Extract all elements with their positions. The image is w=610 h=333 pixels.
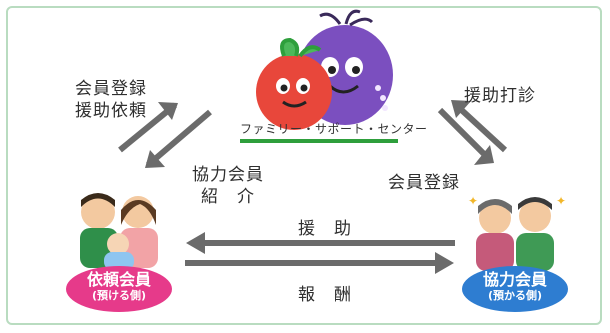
requester-badge: 依頼会員 (預ける側) [66, 266, 172, 312]
label-member-register: 会員登録 [388, 173, 460, 193]
requester-title: 依頼会員 [86, 270, 151, 289]
cooperator-title: 協力会員 [482, 270, 547, 289]
label-request-support: 援助依頼 [75, 101, 147, 121]
svg-text:✦: ✦ [556, 194, 566, 208]
requester-family-illustration [80, 193, 158, 270]
label-support: 援 助 [298, 219, 352, 239]
left-arrows [118, 102, 212, 168]
bottom-arrows [185, 232, 455, 274]
label-cooperation-member: 協力会員 [192, 165, 264, 185]
cooperator-badge: 協力会員 (預かる側) [462, 266, 568, 312]
label-introduction: 紹 介 [201, 187, 255, 207]
requester-subtitle: (預ける側) [91, 289, 147, 302]
label-register: 会員登録 [75, 79, 147, 99]
right-arrows [437, 100, 508, 165]
label-cooperation-intro: 協力会員 紹 介 [188, 164, 268, 208]
svg-text:✦: ✦ [468, 194, 478, 208]
mascot-illustration [256, 9, 393, 130]
label-reward: 報 酬 [298, 285, 352, 305]
organization-name: ファミリー・サポート・センター [240, 122, 428, 136]
label-support-inquiry: 援助打診 [464, 86, 536, 106]
label-register-request: 会員登録 援助依頼 [75, 78, 147, 122]
cooperator-subtitle: (預かる側) [487, 289, 543, 302]
cooperator-couple-illustration: ✦ ✦ [468, 194, 566, 271]
logo-underline [240, 139, 398, 143]
